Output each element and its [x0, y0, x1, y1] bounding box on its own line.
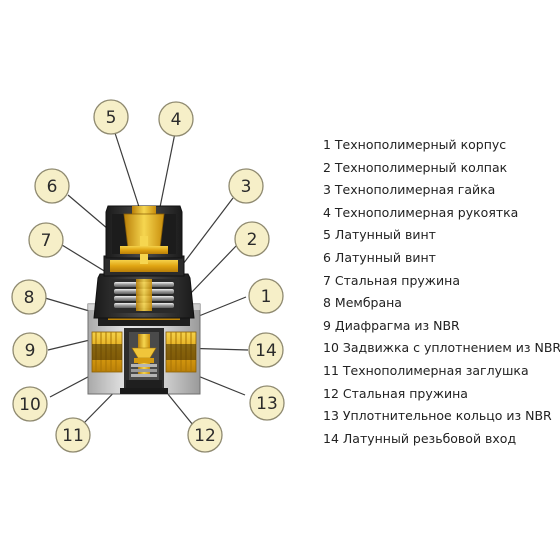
inlet-right: [165, 331, 197, 373]
callout-circle: [12, 332, 48, 368]
callout-5: 5: [93, 99, 129, 135]
valve-cutaway: [87, 205, 201, 395]
callout-12: 12: [187, 417, 223, 453]
callout-circle: [187, 417, 223, 453]
callout-number: 5: [106, 108, 117, 128]
callout-circle: [55, 417, 91, 453]
inlet-left: [91, 331, 123, 373]
callout-number: 7: [41, 231, 52, 251]
callout-number: 11: [62, 426, 84, 446]
legend-item-7: 7 Стальная пружина: [323, 272, 460, 288]
callout-circle: [248, 278, 284, 314]
legend: 1 Технополимерный корпус 2 Технополимерн…: [323, 134, 560, 450]
legend-item-12: 12 Стальная пружина: [323, 385, 468, 401]
callout-13: 13: [249, 385, 285, 421]
callout-11: 11: [55, 417, 91, 453]
callout-number: 3: [241, 177, 252, 197]
callout-circle: [93, 99, 129, 135]
callouts: 5 4 6 3 7 2 8 1 9 14 10 13 11 12: [11, 99, 285, 453]
callout-number: 4: [171, 110, 182, 130]
legend-item-9: 9 Диафрагма из NBR: [323, 317, 460, 333]
legend-item-13: 13 Уплотнительное кольцо из NBR: [323, 408, 552, 424]
callout-number: 10: [19, 395, 41, 415]
callout-2: 2: [234, 221, 270, 257]
callout-3: 3: [228, 168, 264, 204]
callout-circle: [248, 332, 284, 368]
legend-item-10: 10 Задвижка с уплотнением из NBR: [323, 340, 560, 356]
legend-item-4: 4 Технополимерная рукоятка: [323, 204, 519, 220]
top-knob: [105, 205, 183, 264]
legend-item-11: 11 Технополимерная заглушка: [323, 362, 529, 378]
callout-9: 9: [12, 332, 48, 368]
leader-line-2: [189, 244, 238, 295]
callout-8: 8: [11, 279, 47, 315]
legend-item-8: 8 Мембрана: [323, 295, 402, 311]
legend-item-14: 14 Латунный резьбовой вход: [323, 430, 517, 446]
callout-7: 7: [28, 222, 64, 258]
leader-line-3: [179, 197, 234, 269]
callout-circle: [228, 168, 264, 204]
legend-item-6: 6 Латунный винт: [323, 249, 436, 265]
main-spring: [114, 279, 174, 311]
legend-item-2: 2 Технополимерный колпак: [323, 159, 508, 175]
callout-number: 9: [25, 341, 36, 361]
callout-circle: [158, 101, 194, 137]
callout-14: 14: [248, 332, 284, 368]
legend-item-1: 1 Технополимерный корпус: [323, 137, 507, 152]
leader-line-1: [193, 296, 247, 319]
callout-number: 6: [47, 177, 58, 197]
legend-item-5: 5 Латунный винт: [323, 227, 436, 243]
callout-circle: [28, 222, 64, 258]
callout-number: 13: [256, 394, 278, 414]
callout-1: 1: [248, 278, 284, 314]
bottom-plug: [120, 388, 168, 394]
callout-number: 2: [247, 230, 258, 250]
leader-line-5: [114, 132, 141, 211]
lower-valve: [126, 334, 162, 390]
callout-circle: [12, 386, 48, 422]
callout-4: 4: [158, 101, 194, 137]
callout-circle: [234, 221, 270, 257]
callout-number: 1: [261, 287, 272, 307]
callout-circle: [249, 385, 285, 421]
callout-circle: [34, 168, 70, 204]
callout-number: 12: [194, 426, 216, 446]
callout-number: 14: [255, 341, 277, 361]
callout-circle: [11, 279, 47, 315]
callout-10: 10: [12, 386, 48, 422]
legend-item-3: 3 Технополимерная гайка: [323, 182, 496, 198]
callout-6: 6: [34, 168, 70, 204]
callout-number: 8: [24, 288, 35, 308]
